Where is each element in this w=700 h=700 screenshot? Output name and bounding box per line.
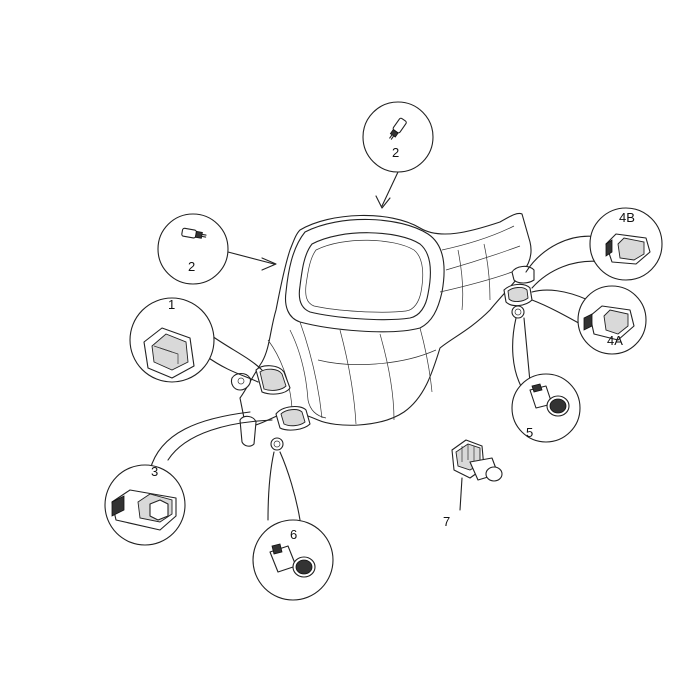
callout-6: 6 [252, 519, 334, 601]
callout-label: 3 [151, 464, 158, 479]
arrow-head-left [261, 257, 277, 271]
callout-label: 2 [392, 145, 399, 160]
callout-label: 1 [168, 297, 175, 312]
callout-4a: 4A [577, 285, 647, 355]
callout-4b: 4B [589, 207, 663, 281]
push-button-icon [529, 383, 570, 417]
callout-label: 7 [443, 514, 450, 529]
callout-3: 3 [104, 464, 186, 546]
callout-1: 1 [129, 297, 215, 383]
horn-button-icon [583, 305, 635, 341]
callout-2-top: 2 [362, 101, 434, 173]
push-button-icon [269, 543, 316, 578]
toggle-switch-icon [143, 327, 195, 379]
callout-label: 5 [526, 425, 533, 440]
arrow-to-cover-left [227, 251, 275, 265]
horn-button-icon [605, 233, 651, 265]
callout-label: 4A [607, 333, 623, 348]
leader-lines [149, 171, 605, 521]
arrow-head-top [375, 195, 391, 209]
callout-label: 4B [619, 210, 635, 225]
bulb-icon [389, 117, 407, 140]
callout-label: 2 [188, 259, 195, 274]
callout-5: 5 [511, 373, 581, 443]
arrow-to-cover-top [381, 171, 399, 207]
handlebar-cover [230, 212, 535, 451]
rocker-switch-icon [111, 489, 177, 531]
callout-2-left: 2 [157, 213, 229, 285]
switch-assembly-7: 7 [443, 439, 503, 529]
callout-label: 6 [290, 527, 297, 542]
bulb-icon [181, 227, 207, 239]
